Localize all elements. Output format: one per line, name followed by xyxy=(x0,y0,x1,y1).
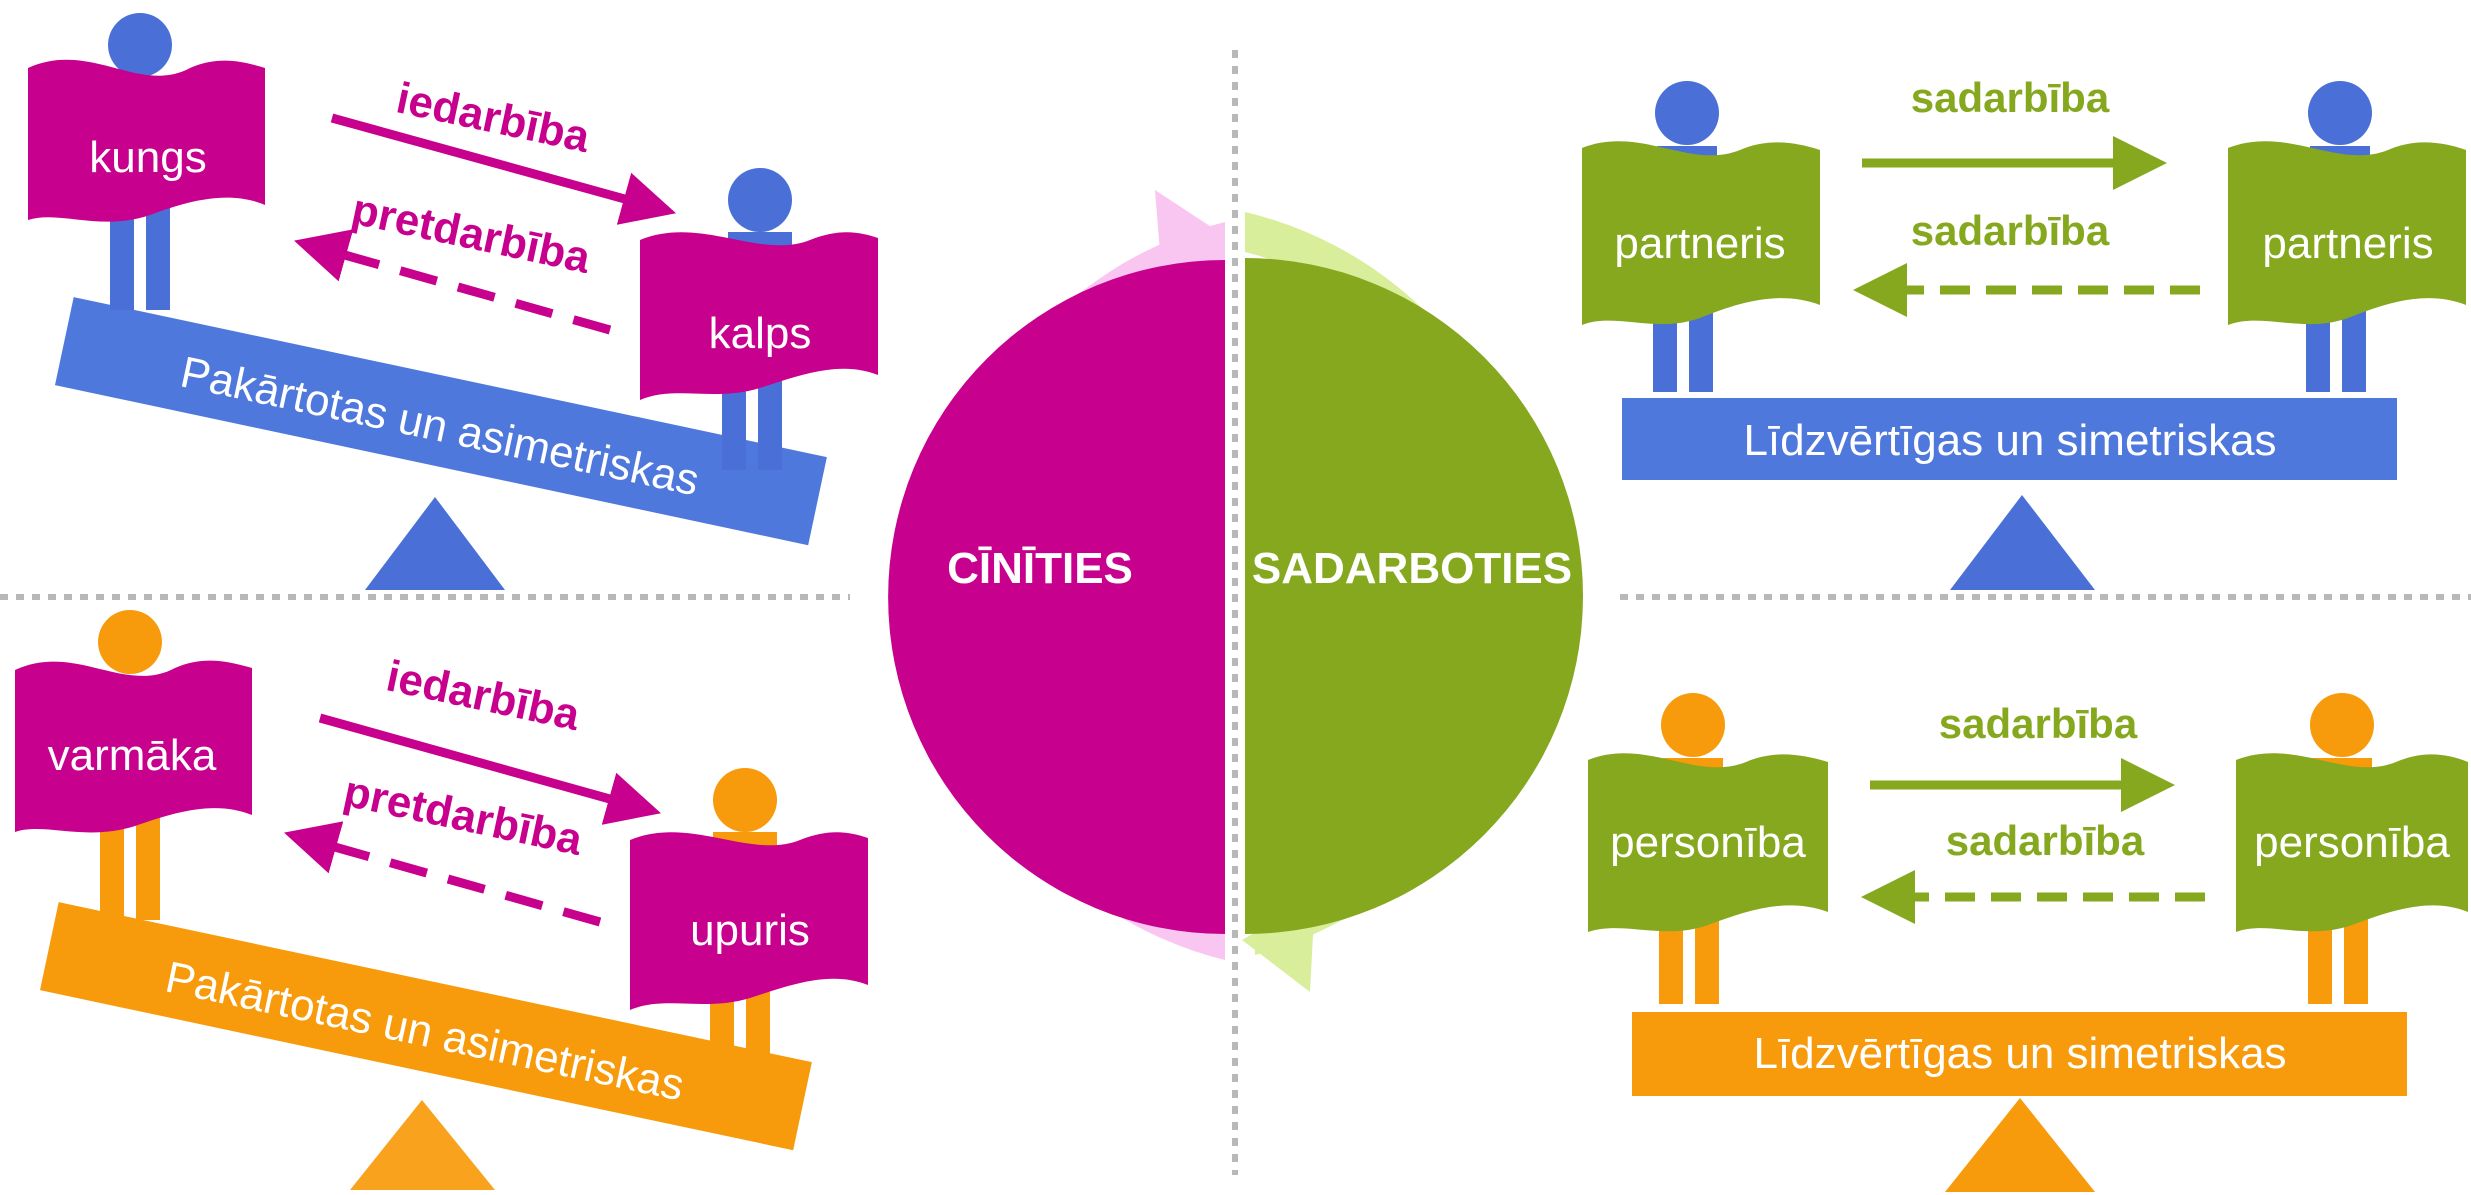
banner-flag xyxy=(630,832,868,1010)
arrow-back xyxy=(294,229,612,335)
arrow-forward-label: iedarbība xyxy=(382,652,584,741)
banner-flag xyxy=(1582,141,1820,325)
arrow-forward-label: sadarbība xyxy=(1939,700,2138,747)
seesaw-plank xyxy=(1622,398,2397,480)
banner-label: personība xyxy=(2254,818,2450,867)
fulcrum-triangle xyxy=(1945,1098,2095,1192)
cintities-label: CĪNĪTIES xyxy=(947,544,1133,593)
person-personiba-left: personība xyxy=(1588,693,1828,1004)
banner-flag xyxy=(15,660,252,833)
person-head xyxy=(1661,693,1725,757)
fulcrum-triangle xyxy=(365,497,505,590)
person-leg-right xyxy=(136,810,160,920)
person-head xyxy=(108,13,172,77)
person-leg-left xyxy=(710,990,734,1075)
person-leg-right xyxy=(758,380,782,470)
person-leg-right xyxy=(2344,912,2368,1004)
person-head xyxy=(1655,81,1719,145)
arrow-back-label: sadarbība xyxy=(1946,817,2145,864)
person-kungs: kungs xyxy=(28,13,265,310)
banner-flag xyxy=(28,59,265,222)
cintities-half xyxy=(888,260,1225,934)
fulcrum-triangle xyxy=(1950,495,2095,590)
banner-label: varmāka xyxy=(48,731,217,780)
quadrant-top-left: Pakārtotas un asimetriskas kungs kalps i… xyxy=(28,13,878,590)
banner-label: kungs xyxy=(89,133,206,182)
banner-flag xyxy=(640,232,878,400)
person-varmaka: varmāka xyxy=(15,610,252,920)
banner-flag xyxy=(1588,753,1828,932)
quadrant-dividers xyxy=(0,50,2471,1175)
banner-label: partneris xyxy=(1614,219,1785,268)
banner-label: personība xyxy=(1610,818,1806,867)
fulcrum-triangle xyxy=(350,1100,495,1190)
seesaw-plank xyxy=(39,902,812,1151)
arrow-back-label: sadarbība xyxy=(1911,207,2110,254)
center-cycle: CĪNĪTIES SADARBOTIES xyxy=(888,190,1583,992)
person-head xyxy=(2308,81,2372,145)
sadarboties-half xyxy=(1245,258,1583,934)
banner-flag xyxy=(2236,753,2468,932)
person-personiba-right: personība xyxy=(2236,693,2468,1004)
plank-label: Līdzvērtīgas un simetriskas xyxy=(1753,1029,2286,1078)
person-head xyxy=(2310,693,2374,757)
banner-label: upuris xyxy=(690,906,810,955)
person-partneris-right: partneris xyxy=(2228,81,2466,392)
seesaw-plank xyxy=(1632,1012,2407,1096)
arrow-back xyxy=(284,821,602,927)
person-upuris: upuris xyxy=(630,768,868,1075)
quadrant-top-right: Līdzvērtīgas un simetriskas partneris pa… xyxy=(1582,74,2466,590)
banner-label: kalps xyxy=(709,309,812,358)
quadrant-bottom-right: Līdzvērtīgas un simetriskas personība pe… xyxy=(1588,693,2468,1192)
person-partneris-left: partneris xyxy=(1582,81,1820,392)
seesaw-plank xyxy=(54,297,827,546)
person-head xyxy=(98,610,162,674)
person-head xyxy=(713,768,777,832)
person-leg-right xyxy=(746,990,770,1075)
banner-flag xyxy=(2228,141,2466,325)
banner-label: partneris xyxy=(2262,219,2433,268)
person-leg-left xyxy=(722,380,746,470)
arrow-forward-label: sadarbība xyxy=(1911,74,2110,121)
arrow-forward xyxy=(330,113,677,225)
person-leg-right xyxy=(146,200,170,310)
arrow-forward-label: iedarbība xyxy=(392,74,594,163)
plank-label: Līdzvērtīgas un simetriskas xyxy=(1743,416,2276,465)
arrow-back-label: pretdarbība xyxy=(348,185,595,283)
quadrant-bottom-left: Pakārtotas un asimetriskas varmāka upuri… xyxy=(15,610,868,1190)
arrow-forward xyxy=(318,713,662,825)
person-head xyxy=(728,168,792,232)
sadarboties-label: SADARBOTIES xyxy=(1252,544,1572,593)
person-kalps: kalps xyxy=(640,168,878,470)
